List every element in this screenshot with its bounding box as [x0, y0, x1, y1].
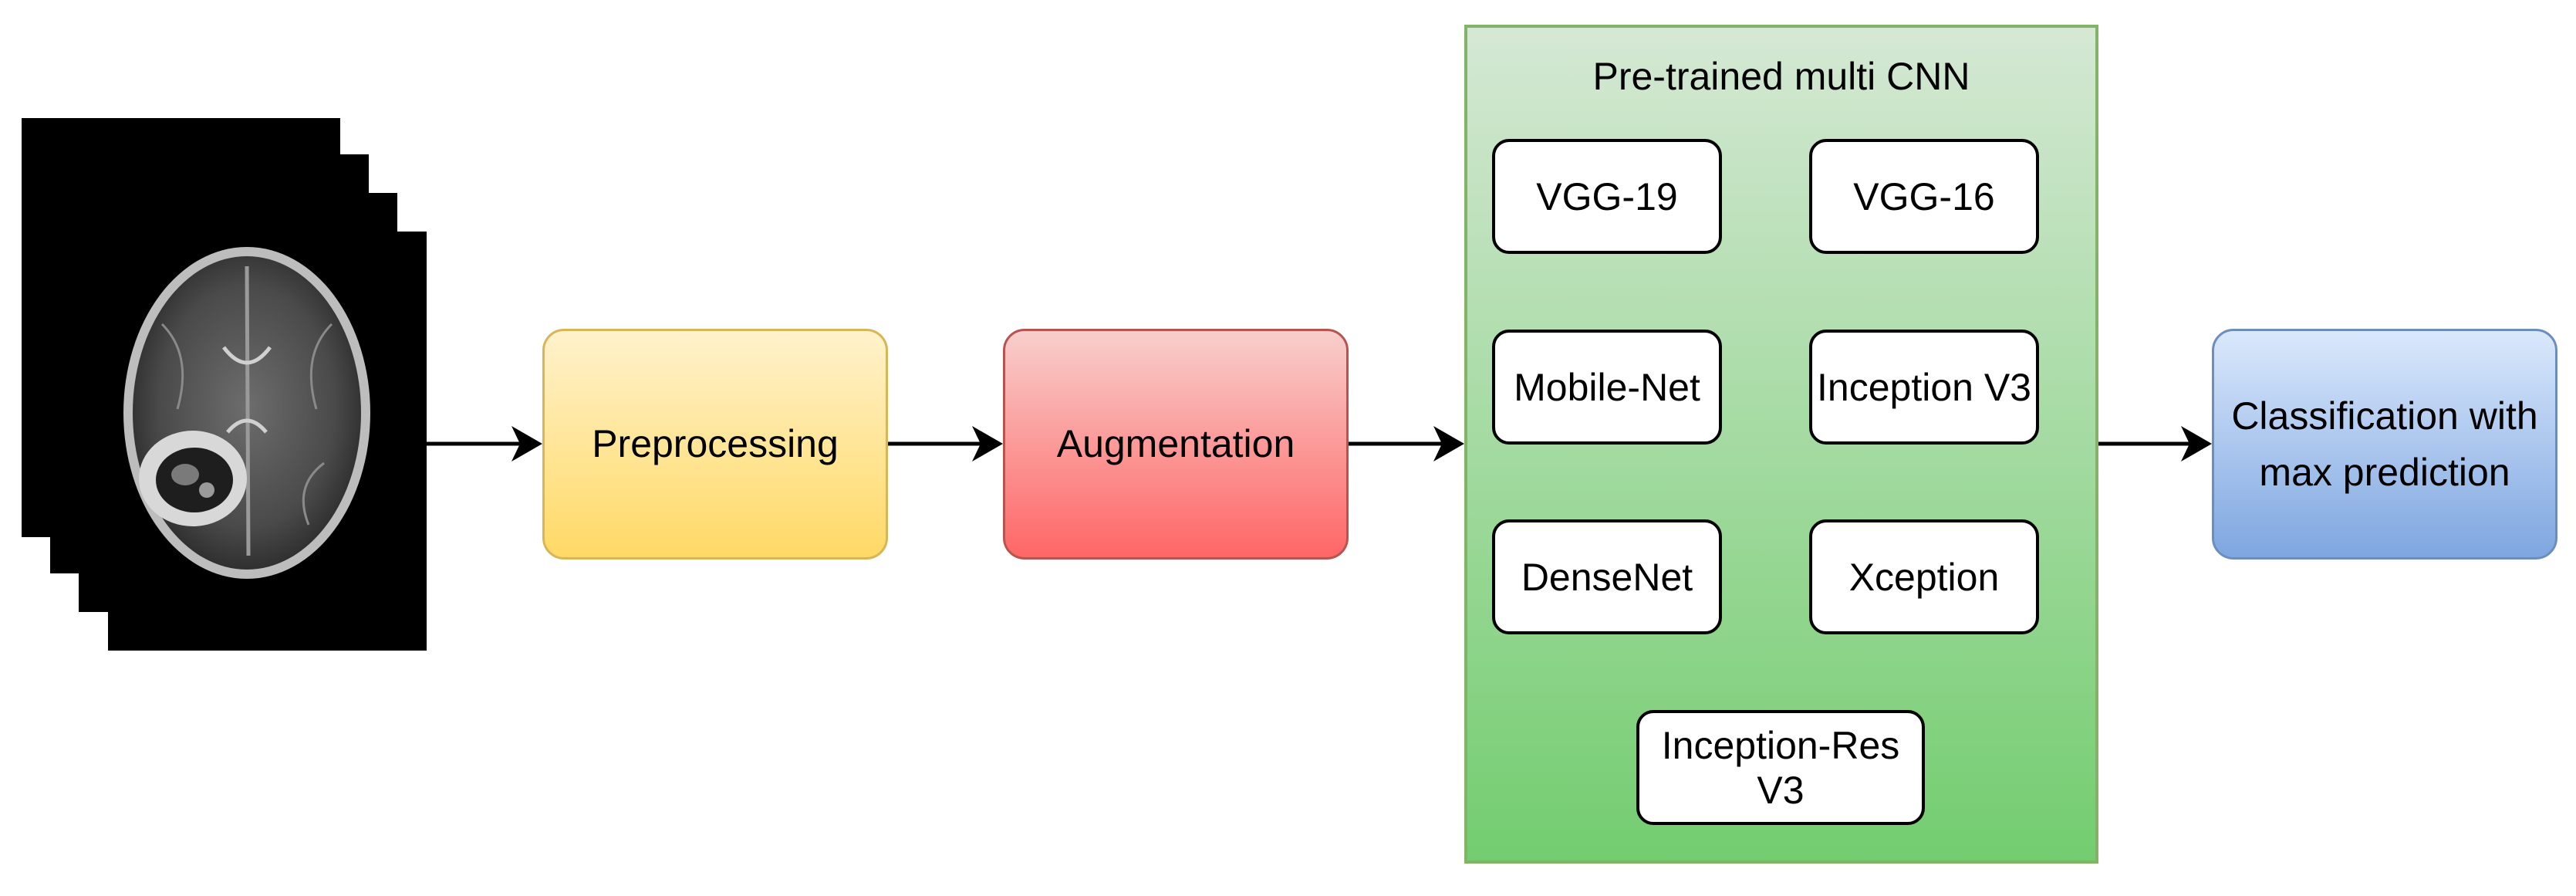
cnn-panel-title: Pre-trained multi CNN — [1592, 55, 1970, 98]
augmentation-label: Augmentation — [1056, 422, 1295, 466]
arrow-mri-to-preprocessing — [427, 426, 542, 462]
model-densenet: DenseNet — [1492, 519, 1722, 634]
preprocessing-box: Preprocessing — [542, 329, 888, 560]
model-mobilenet: Mobile-Net — [1492, 330, 1722, 445]
arrow-augmentation-to-cnn — [1349, 426, 1464, 462]
model-xception: Xception — [1809, 519, 2039, 634]
mri-slice-front — [108, 232, 427, 651]
preprocessing-label: Preprocessing — [592, 422, 839, 466]
model-vgg19: VGG-19 — [1492, 139, 1722, 254]
brain-scan-icon — [123, 247, 370, 579]
model-inception-v3: Inception V3 — [1809, 330, 2039, 445]
classification-label-line1: Classification with — [2231, 394, 2538, 438]
classification-label-line2: max prediction — [2259, 450, 2510, 494]
arrow-preprocessing-to-augmentation — [888, 426, 1003, 462]
classification-box: Classification with max prediction — [2212, 329, 2557, 560]
augmentation-box: Augmentation — [1003, 329, 1349, 560]
model-vgg16: VGG-16 — [1809, 139, 2039, 254]
arrow-cnn-to-classification — [2098, 426, 2212, 462]
model-inception-res-v3: Inception-Res V3 — [1636, 710, 1925, 825]
